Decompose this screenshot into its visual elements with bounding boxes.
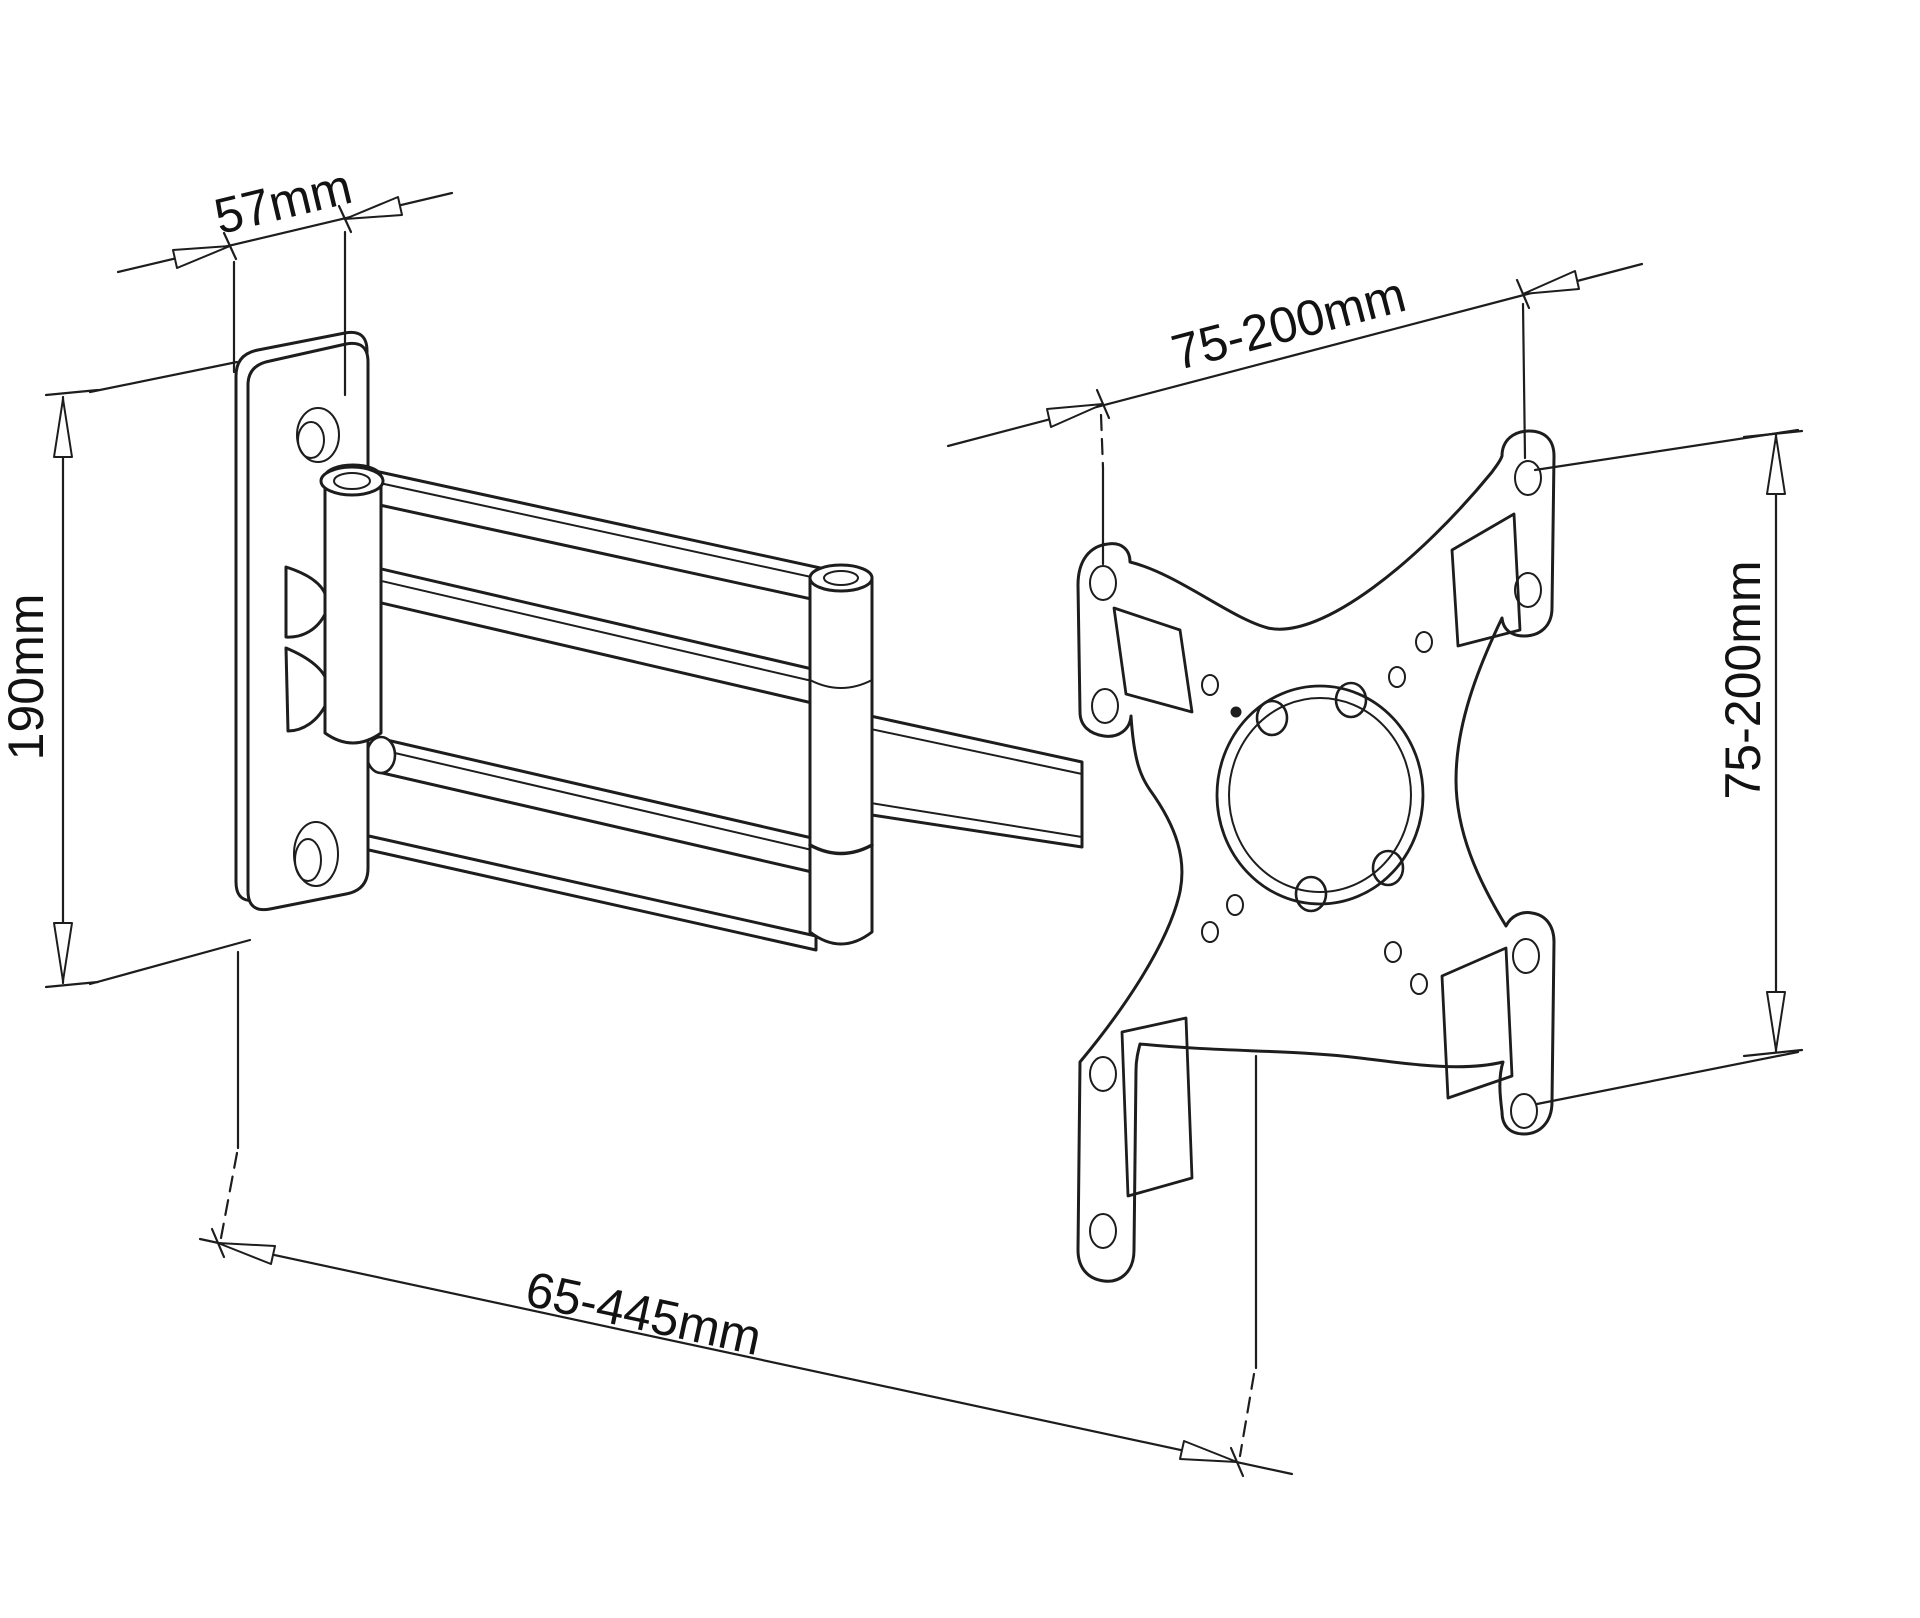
vesa-cutouts: [1112, 512, 1522, 1198]
wall-hinge-pin: [319, 463, 385, 745]
wall-screw-hole-bottom: [293, 821, 339, 887]
top-knuckle-cap: [319, 465, 385, 497]
vesa-small-holes: [1201, 631, 1433, 995]
label-wall-plate-height: 190mm: [0, 594, 54, 761]
middle-hinge: [808, 563, 874, 946]
arm-link-third: [365, 735, 814, 874]
dimension-wall-plate-height: 190mm: [0, 360, 252, 989]
vesa-plate: [1076, 429, 1556, 1283]
dimension-vesa-height: 75-200mm: [1533, 428, 1804, 1106]
vesa-corner-holes: [1089, 460, 1542, 1249]
wall-screw-hole-top: [296, 407, 340, 463]
vesa-center-disc: [1215, 681, 1425, 913]
label-vesa-height: 75-200mm: [1715, 561, 1771, 800]
label-arm-extension: 65-445mm: [521, 1261, 766, 1366]
label-vesa-width: 75-200mm: [1166, 266, 1411, 381]
vesa-arm: [850, 710, 1084, 849]
